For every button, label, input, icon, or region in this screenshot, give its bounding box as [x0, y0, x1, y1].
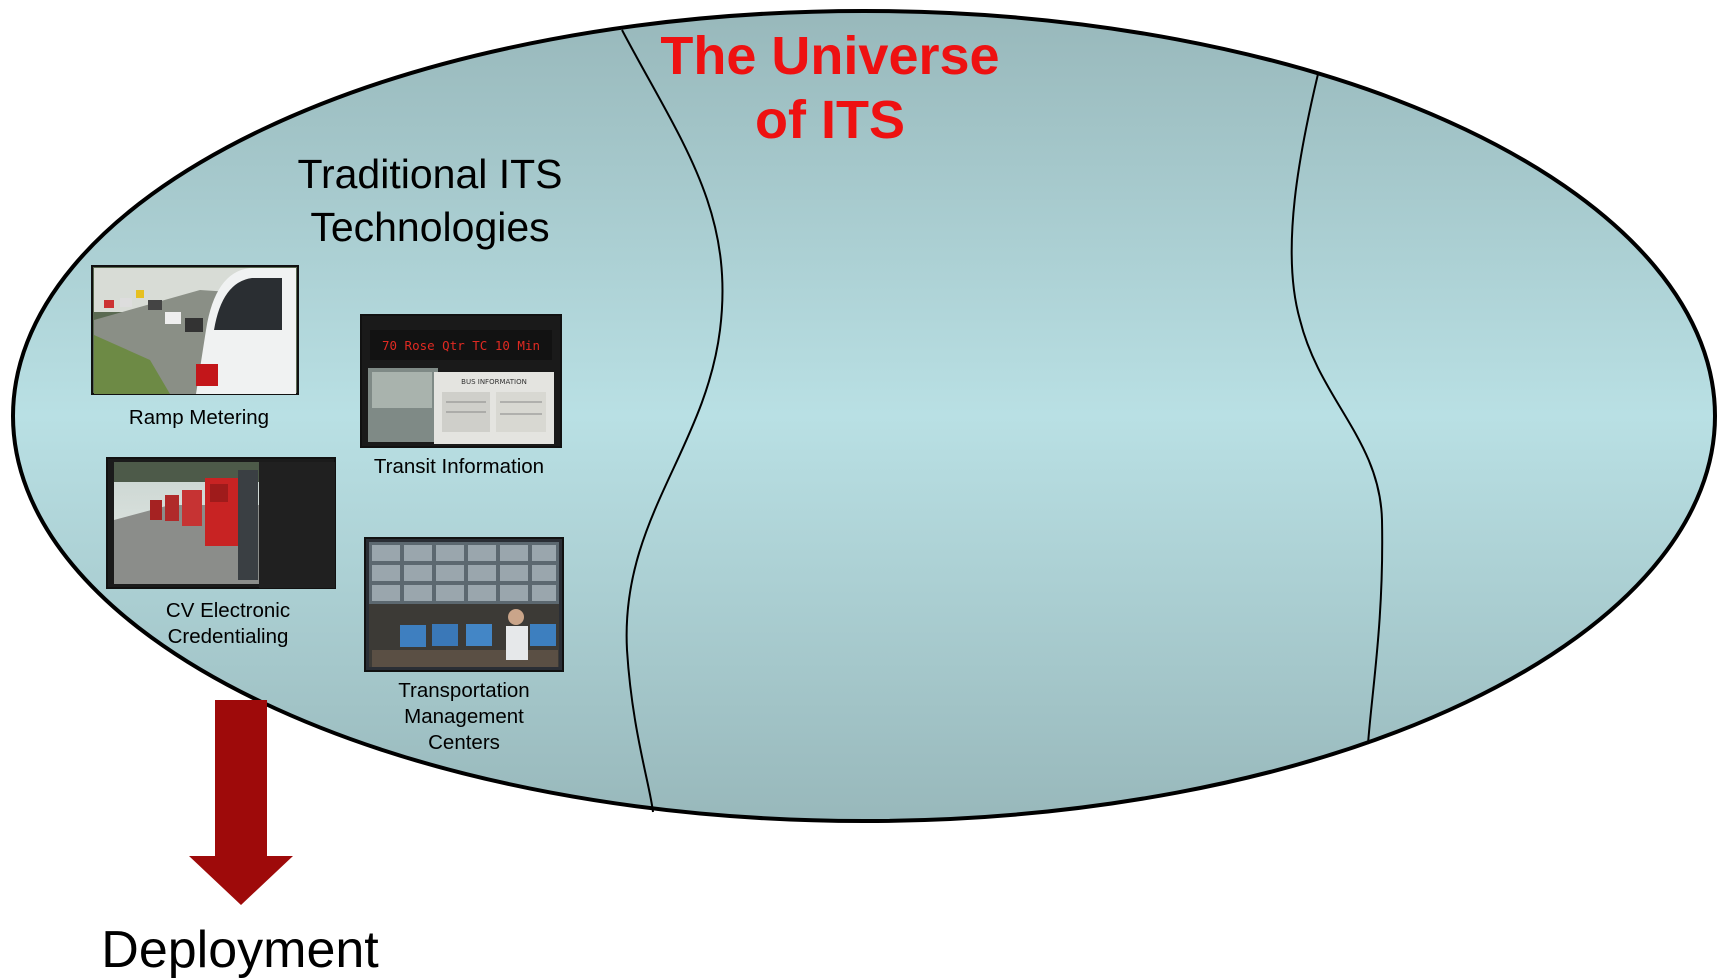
transportation-management-centers-label: Transportation Management Centers: [398, 679, 530, 754]
transit-sign-text: 70 Rose Qtr TC 10 Min: [382, 338, 540, 353]
cv-electronic-credentialing-photo: [106, 457, 336, 589]
region-divider-right: [1290, 73, 1384, 745]
ramp-metering-label: Ramp Metering: [128, 406, 270, 429]
transportation-management-centers-photo: [364, 537, 564, 672]
region-title-traditional-its: Traditional ITS Technologies: [297, 151, 563, 250]
diagram-title: The Universe of ITS: [660, 26, 1000, 150]
cv-electronic-credentialing-label: CV Electronic Credentialing: [165, 599, 291, 648]
deployment-arrow: [189, 700, 293, 905]
deployment-label: Deployment: [101, 921, 379, 979]
transit-information-label: Transit Information: [373, 455, 545, 478]
bus-board-text: BUS INFORMATION: [461, 378, 527, 386]
region-divider-left: [621, 29, 724, 813]
ramp-metering-photo: [91, 265, 299, 395]
transit-information-photo: 70 Rose Qtr TC 10 Min BUS INFORMATION: [360, 314, 562, 448]
